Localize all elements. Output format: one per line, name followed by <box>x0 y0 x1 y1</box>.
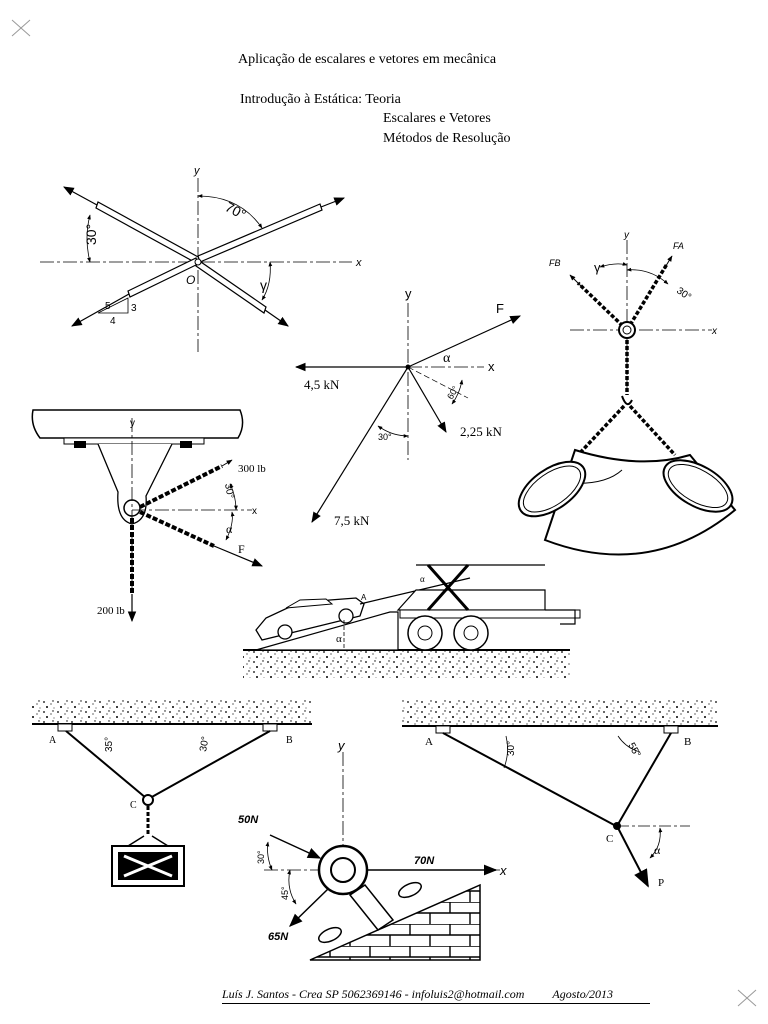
fig1-slope-3: 3 <box>131 303 137 314</box>
fig8-force-p: P <box>658 877 664 889</box>
fig2-y-label: y <box>623 230 630 241</box>
fig1-angle-30: 30° <box>83 224 99 245</box>
footer-date: Agosto/2013 <box>552 987 614 1001</box>
fig1-x-label: x <box>355 257 362 269</box>
fig7-y-label: y <box>337 738 346 753</box>
fig6-point-a: A <box>49 735 57 746</box>
fig5-alpha-cable: α <box>420 574 425 584</box>
fig3-angle-30: 30° <box>378 432 392 442</box>
figure-rods-axes: x y O 30° 70° γ 5 4 3 <box>40 165 362 352</box>
figure-force-system: y x F α 4,5 kN 2,25 kN 7,5 kN 60° 30° <box>294 286 521 528</box>
figure-cable-load-p: A B C P 30° 55° α <box>402 700 718 889</box>
fig4-force-f: F <box>238 542 245 556</box>
figure-car-trailer: α α A <box>243 564 581 678</box>
fig1-slope-5: 5 <box>105 301 111 312</box>
fig1-origin-label: O <box>186 273 195 287</box>
fig6-angle-35: 35° <box>104 737 115 752</box>
fig5-alpha-ramp: α <box>336 633 342 645</box>
fig1-angle-70: 70° <box>223 199 249 223</box>
fig8-point-b: B <box>684 736 691 748</box>
fig3-x-label: x <box>488 359 495 374</box>
fig8-point-a: A <box>425 736 433 748</box>
fig3-y-label: y <box>405 286 412 301</box>
fig3-force-2-25kn: 2,25 kN <box>460 424 503 439</box>
fig2-gamma: γ <box>594 260 601 275</box>
corner-mark-top-left <box>11 19 31 37</box>
fig2-fa-label: FA <box>673 241 684 251</box>
fig4-alpha: α <box>226 522 233 536</box>
fig6-point-c: C <box>130 800 137 811</box>
fig1-y-label: y <box>193 165 201 177</box>
topic-methods: Métodos de Resolução <box>383 131 511 146</box>
fig8-alpha: α <box>654 843 661 857</box>
fig7-angle-30: 30° <box>256 850 266 864</box>
corner-mark-bottom-right <box>737 989 757 1007</box>
fig3-force-4-5kn: 4,5 kN <box>304 377 340 392</box>
fig8-point-c: C <box>606 833 613 845</box>
fig3-alpha: α <box>443 351 451 366</box>
fig1-slope-4: 4 <box>110 316 116 327</box>
document-title: Aplicação de escalares e vetores em mecâ… <box>238 52 497 67</box>
intro-heading: Introdução à Estática: Teoria <box>240 92 401 107</box>
fig4-force-300lb: 300 lb <box>238 463 266 475</box>
fig6-angle-30: 30° <box>198 736 211 753</box>
fig4-angle-30: 30° <box>222 483 235 500</box>
fig8-angle-30: 30° <box>506 741 517 756</box>
footer-author: Luís J. Santos - Crea SP 5062369146 - in… <box>222 987 525 1001</box>
fig1-angle-gamma: γ <box>260 277 267 293</box>
fig3-force-f: F <box>496 301 504 316</box>
figure-bracket-chains: y x 300 lb 200 lb F 30° α <box>31 409 266 623</box>
fig7-force-50n: 50N <box>238 814 259 826</box>
fig4-force-200lb: 200 lb <box>97 605 125 617</box>
fig3-force-7-5kn: 7,5 kN <box>334 513 370 528</box>
footer: Luís J. Santos - Crea SP 5062369146 - in… <box>222 987 650 1004</box>
fig7-x-label: x <box>499 863 507 878</box>
topic-scalars-vectors: Escalares e Vetores <box>383 111 491 126</box>
fig2-fb-label: FB <box>549 258 561 268</box>
fig7-force-70n: 70N <box>414 855 435 867</box>
fig7-force-65n: 65N <box>268 931 289 943</box>
figure-hanging-crate: A B C 35° 30° <box>32 700 312 887</box>
fig6-point-b: B <box>286 735 293 746</box>
fig2-x-label: x <box>711 326 718 337</box>
fig5-point-a: A <box>361 593 367 602</box>
fig2-angle-30: 30° <box>674 285 693 303</box>
figure-eyebolt-brick: y x 50N 70N 65N 30° 45° <box>238 738 507 961</box>
fig8-angle-55: 55° <box>625 741 642 760</box>
figure-pipe-elbow: y x FB FA γ 30° <box>517 230 737 556</box>
fig4-x-label: x <box>252 506 257 517</box>
fig7-angle-45: 45° <box>280 886 290 900</box>
fig3-angle-60: 60° <box>445 384 461 401</box>
fig4-y-label: y <box>130 418 135 429</box>
